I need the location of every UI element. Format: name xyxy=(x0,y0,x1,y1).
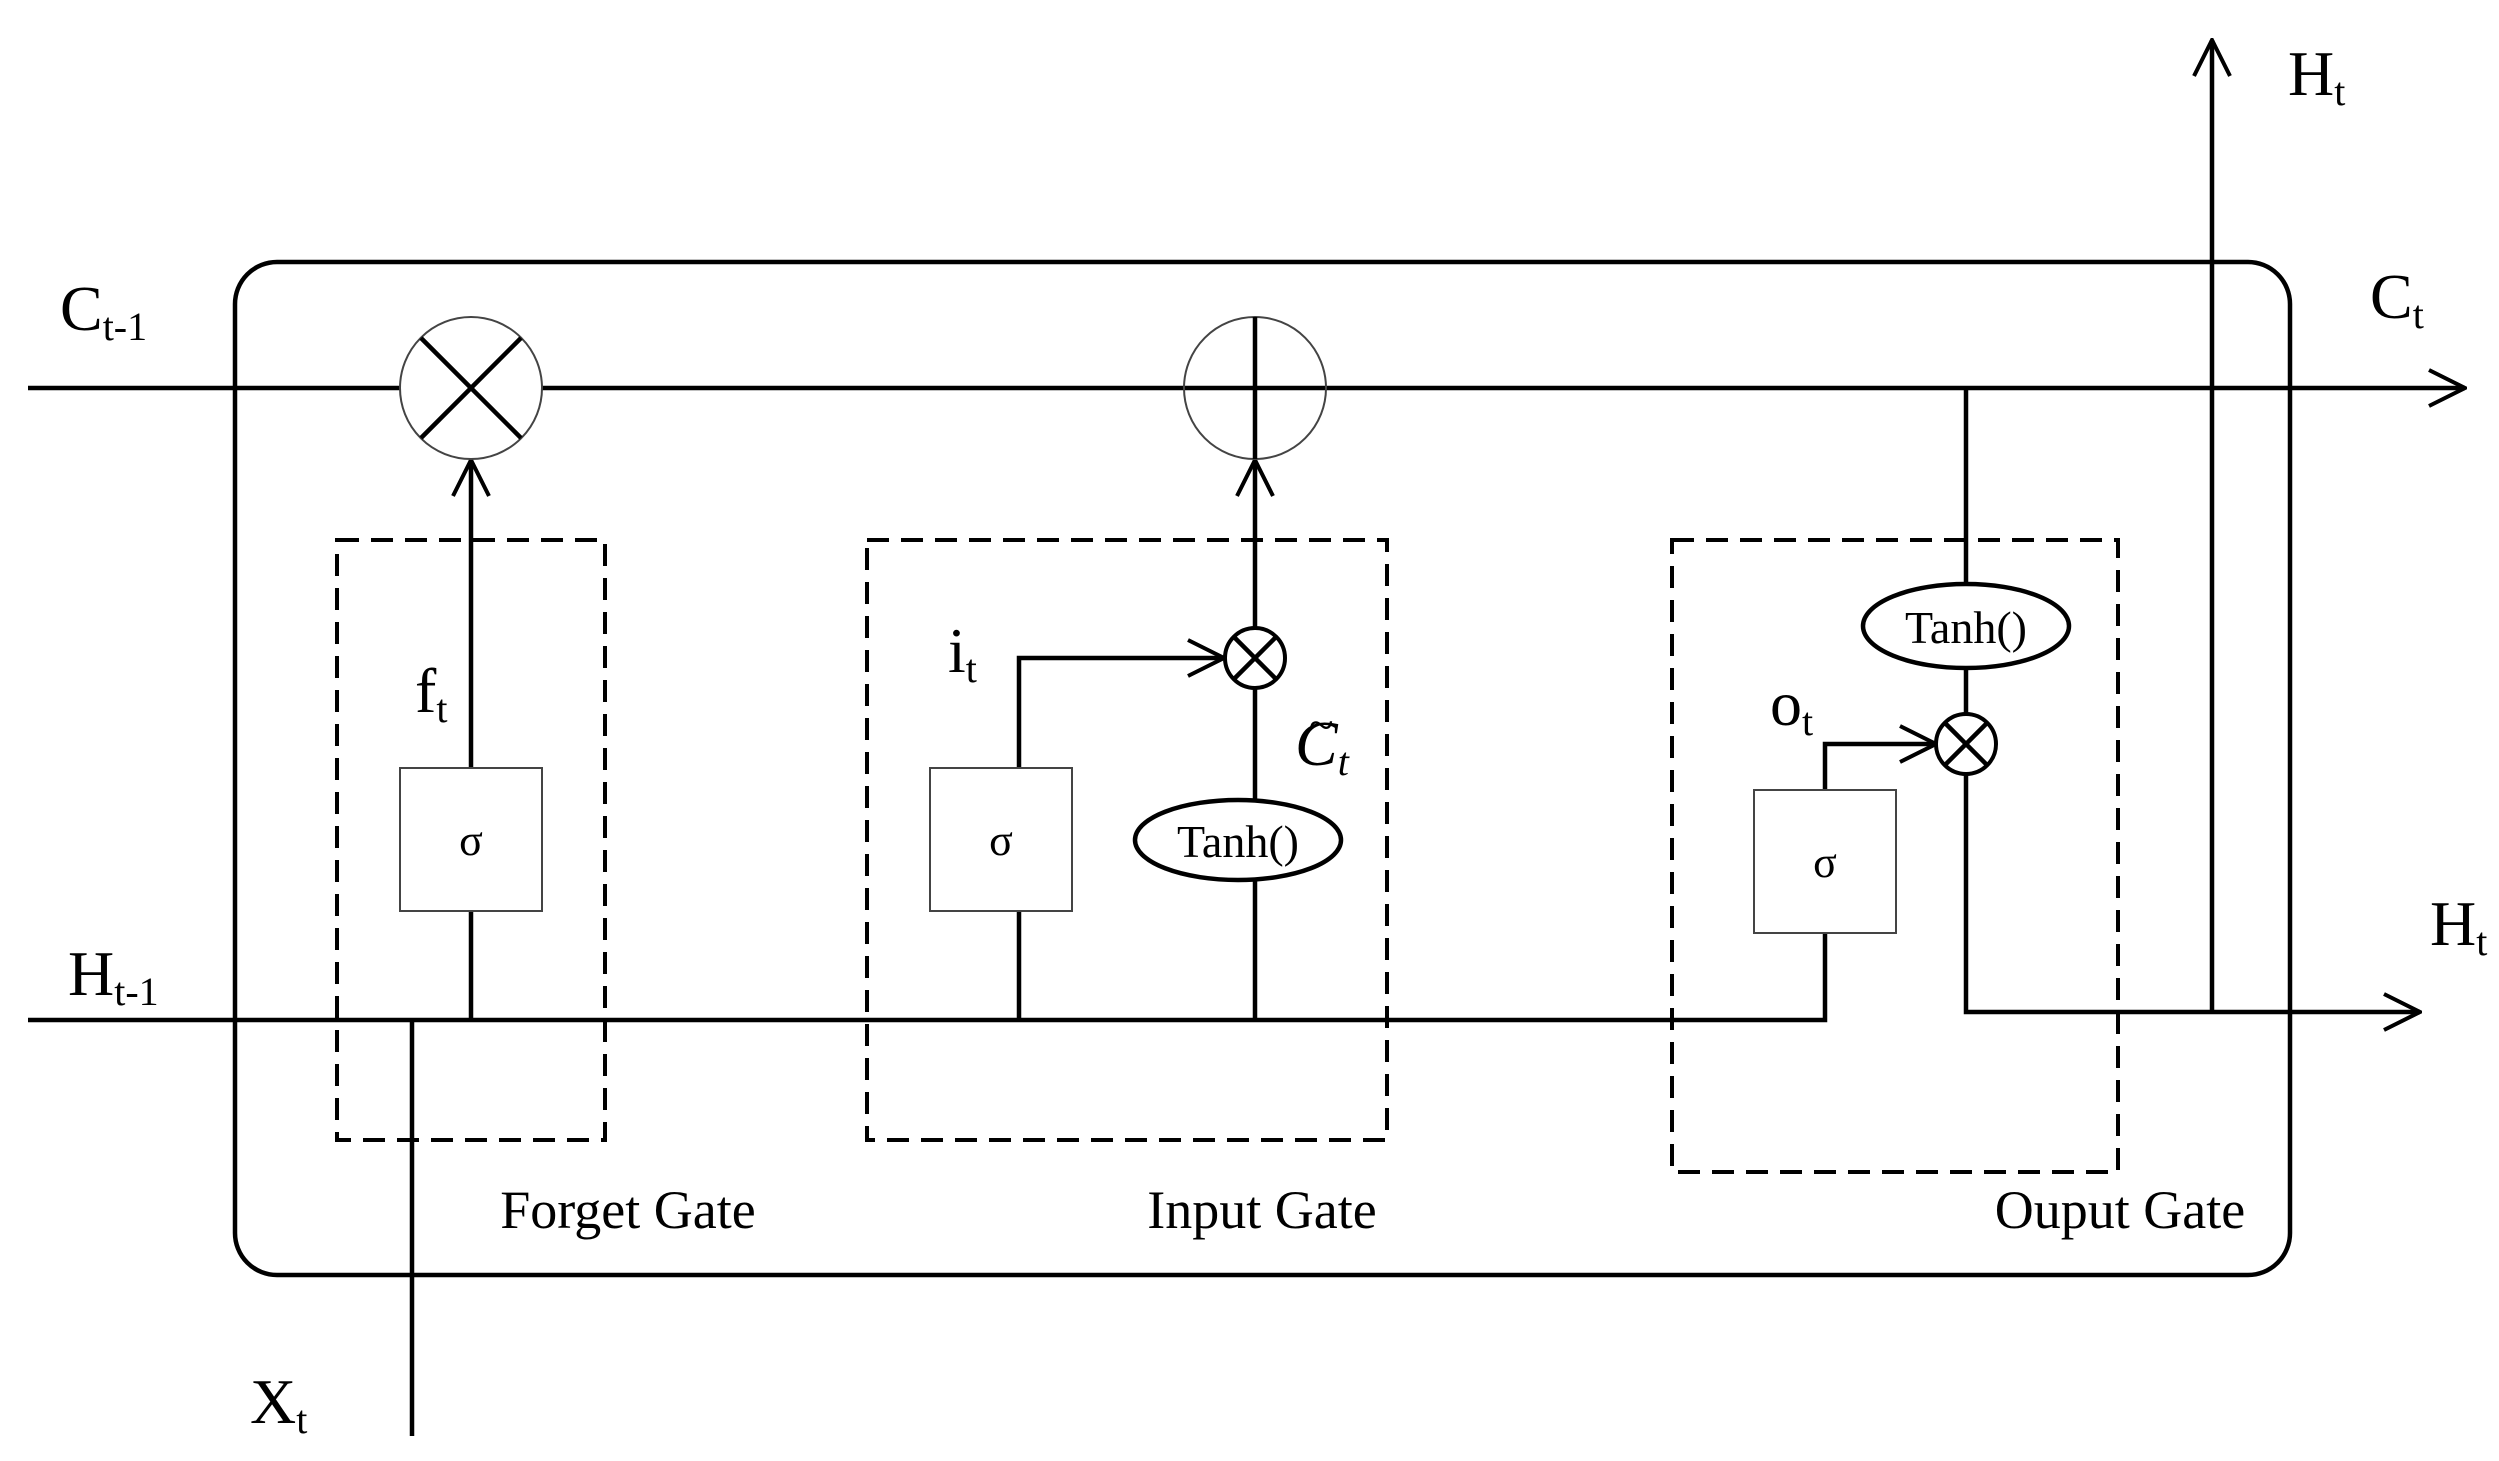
input-tanh-label: Tanh() xyxy=(1177,816,1299,867)
h-t-right-label: Ht xyxy=(2430,888,2487,964)
hidden-input-line xyxy=(28,918,1828,1023)
h-t-top-label: Ht xyxy=(2288,38,2345,114)
input-sigma-label: σ xyxy=(989,816,1013,865)
output-sigma-arrow xyxy=(1822,744,1936,790)
c-prev-label: Ct-1 xyxy=(60,273,147,349)
forget-sigma-box xyxy=(399,767,543,912)
forget-gate-box xyxy=(335,538,607,1142)
h-prev-label: Ht-1 xyxy=(68,938,159,1014)
input-sigma-output-arrow xyxy=(1016,658,1224,768)
i-t-label: it xyxy=(948,615,977,691)
input-gate-box xyxy=(865,538,1389,1142)
cell-add-op xyxy=(1183,316,1327,460)
output-gate-title: Ouput Gate xyxy=(1995,1180,2245,1240)
output-sigma-label: σ xyxy=(1813,838,1837,887)
output-sigma-box xyxy=(1753,789,1897,934)
input-tanh-node xyxy=(1132,797,1344,883)
output-multiply-op xyxy=(1934,712,1998,776)
output-tanh-label: Tanh() xyxy=(1905,602,2027,653)
c-tilde-accent: ~ xyxy=(1308,699,1333,750)
input-gate-title: Input Gate xyxy=(1147,1180,1376,1240)
f-t-label: ft xyxy=(415,655,447,731)
x-t-label: Xt xyxy=(250,1366,307,1442)
hidden-output-line xyxy=(1963,775,2420,1012)
forget-multiply-op xyxy=(399,316,543,460)
svg-text:Ct: Ct xyxy=(1295,708,1350,784)
input-sigma-box xyxy=(929,767,1073,912)
c-t-label: Ct xyxy=(2370,261,2424,337)
input-multiply-op xyxy=(1223,626,1287,690)
output-tanh-node xyxy=(1860,581,2072,671)
output-gate-box xyxy=(1670,538,2120,1174)
lstm-cell-border xyxy=(232,259,2293,1278)
c-tilde-label: ~ Ct xyxy=(1295,699,1350,784)
o-t-label: ot xyxy=(1770,668,1813,744)
forget-sigma-label: σ xyxy=(459,816,483,865)
forget-gate-title: Forget Gate xyxy=(500,1180,755,1240)
